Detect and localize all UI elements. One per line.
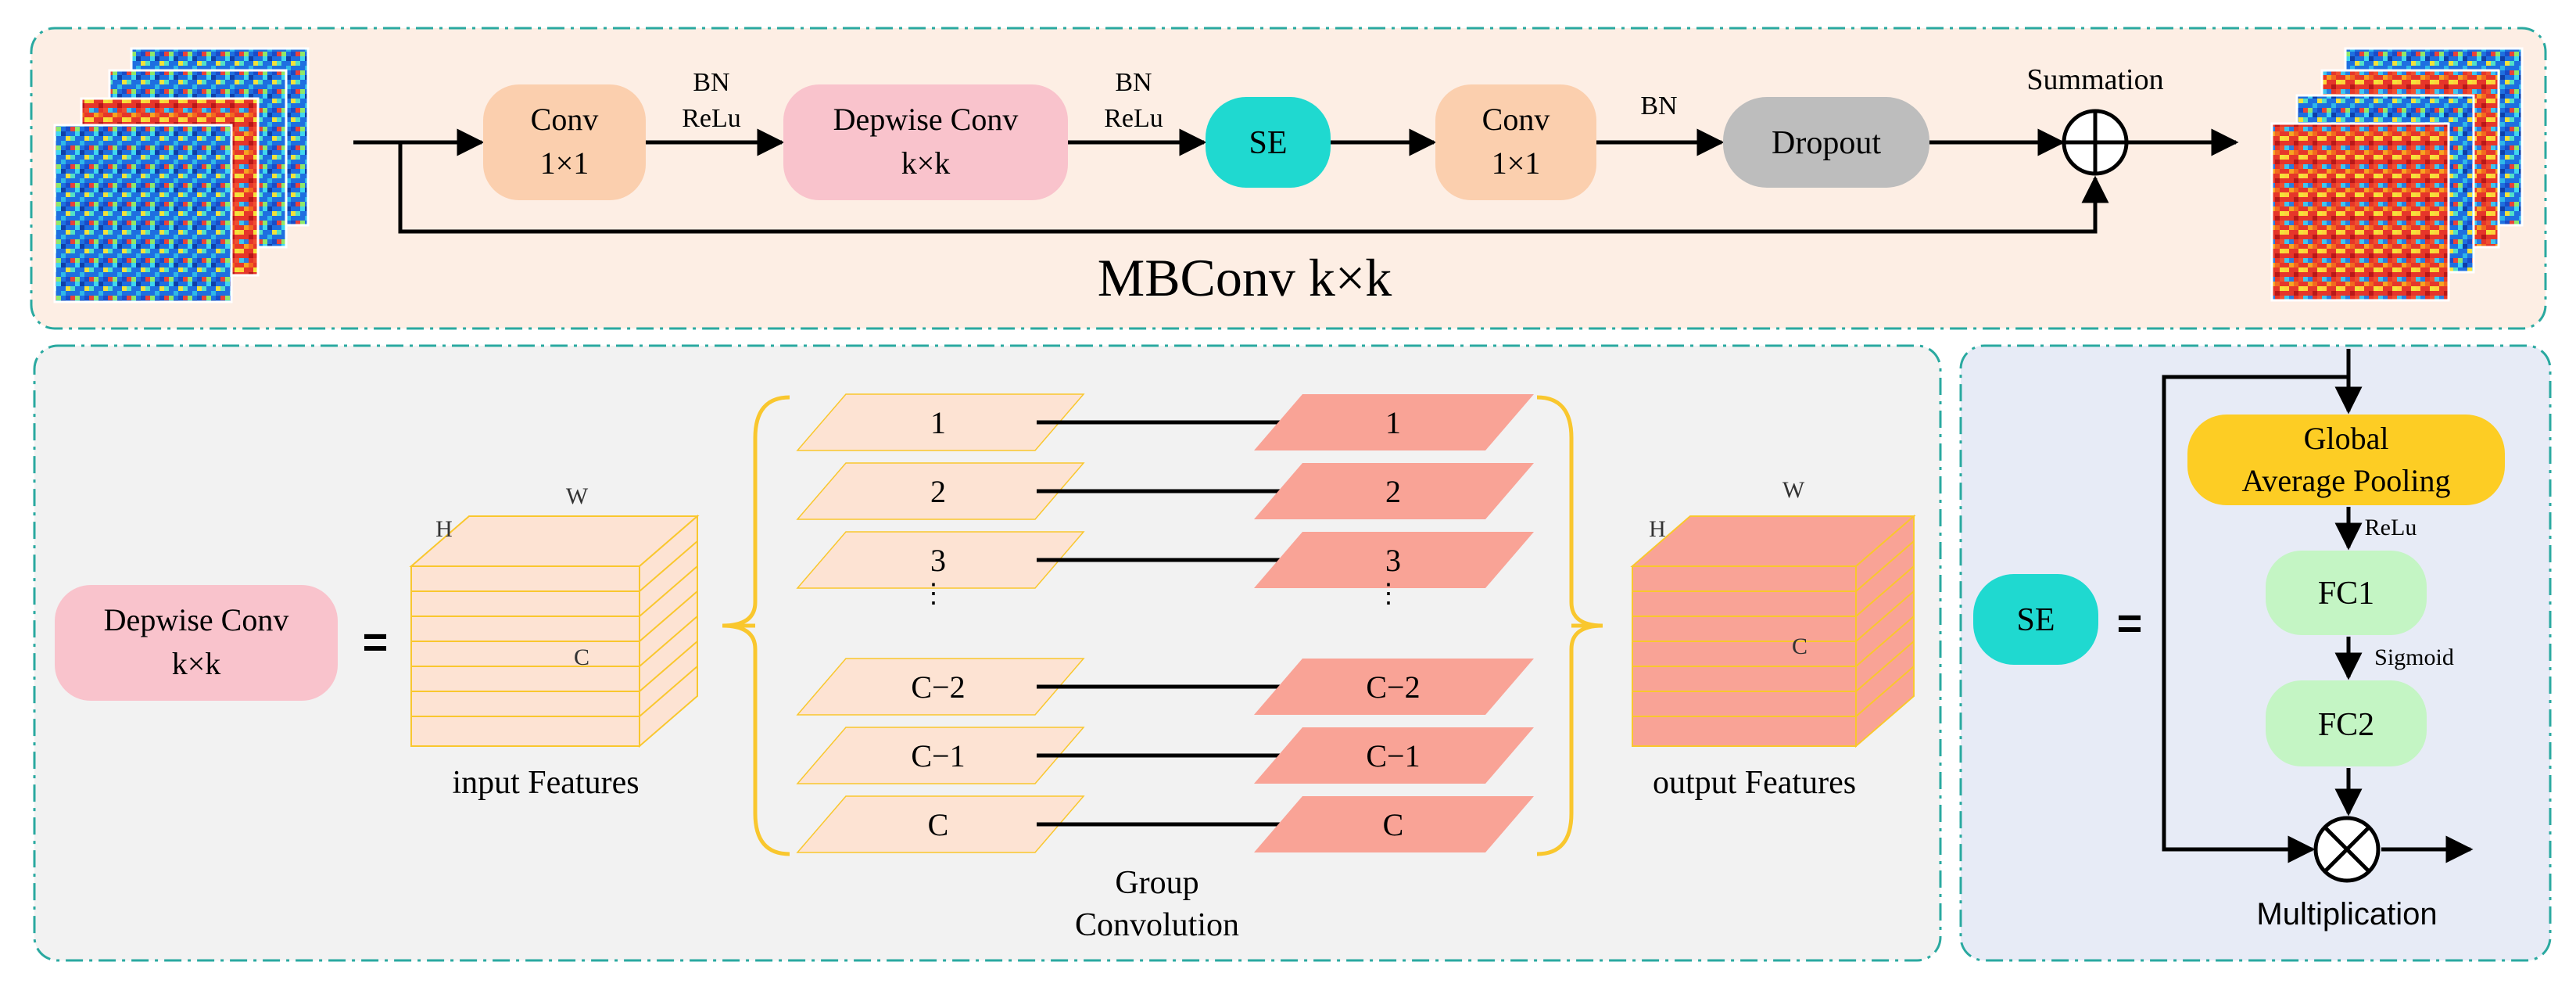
left-dots: ⋮ xyxy=(920,580,947,608)
conv1x1-block-2: Conv 1×1 xyxy=(1435,84,1596,200)
input-c-label: C xyxy=(574,644,589,670)
svg-text:FC2: FC2 xyxy=(2318,707,2374,743)
output-w-label: W xyxy=(1782,477,1805,503)
output-features-cube xyxy=(1630,514,1916,748)
output-channel-label: C−2 xyxy=(1366,669,1420,705)
relu-label-2: ReLu xyxy=(1104,104,1163,133)
input-feature-maps-image xyxy=(53,47,310,303)
svg-text:Average Pooling: Average Pooling xyxy=(2242,463,2451,498)
summation-icon xyxy=(2062,109,2129,176)
mbconv-flow-arrows xyxy=(353,128,2239,234)
se-equation-box: SE xyxy=(1973,574,2098,665)
input-w-label: W xyxy=(566,483,589,509)
output-feature-maps-image xyxy=(2270,47,2524,302)
input-channel-slice xyxy=(796,658,1085,716)
global-average-pooling-block: Global Average Pooling xyxy=(2187,415,2505,505)
svg-text:Dropout: Dropout xyxy=(1772,125,1881,161)
output-channel-slice xyxy=(1254,532,1534,588)
input-channel-label: 3 xyxy=(930,543,946,578)
output-channel-label: 1 xyxy=(1385,405,1401,440)
multiplication-icon xyxy=(2313,816,2381,883)
input-channel-label: C xyxy=(928,807,949,842)
mbconv-title: MBConv k×k xyxy=(1098,248,1392,307)
svg-text:k×k: k×k xyxy=(172,646,221,681)
output-channel-label: C−1 xyxy=(1366,738,1420,773)
svg-text:k×k: k×k xyxy=(901,145,951,181)
svg-text:Conv: Conv xyxy=(1482,102,1550,137)
output-channel-slice xyxy=(1254,659,1534,715)
input-channel-label: C−2 xyxy=(911,669,965,705)
svg-text:FC1: FC1 xyxy=(2318,576,2374,612)
input-channel-label: 2 xyxy=(930,474,946,509)
depwise-conv-equation-box: Depwise Conv k×k xyxy=(55,585,338,701)
summation-label: Summation xyxy=(2026,63,2163,96)
group-caption-line2: Convolution xyxy=(1075,907,1239,943)
output-channel-label: 2 xyxy=(1385,474,1401,509)
bn-label-2: BN xyxy=(1115,68,1152,97)
input-features-cube xyxy=(409,514,700,748)
svg-text:1×1: 1×1 xyxy=(1492,145,1541,181)
depwise-conv-block: Depwise Conv k×k xyxy=(783,84,1068,200)
svg-text:Global: Global xyxy=(2304,421,2389,456)
sigmoid-label: Sigmoid xyxy=(2374,644,2454,670)
output-channel-label: C xyxy=(1383,807,1404,842)
group-caption-line1: Group xyxy=(1115,865,1198,901)
input-h-label: H xyxy=(435,516,453,542)
input-channel-slice xyxy=(796,531,1085,589)
input-channel-slice xyxy=(796,727,1085,784)
group-convolution-rows: 1 1 2 2 3 3C−2 C−2C−1 C−1C C xyxy=(796,393,1534,853)
output-channel-slice xyxy=(1254,394,1534,450)
output-c-label: C xyxy=(1792,633,1807,659)
svg-text:Depwise Conv: Depwise Conv xyxy=(104,602,289,637)
input-channel-label: C−1 xyxy=(911,738,965,773)
input-channel-label: 1 xyxy=(930,405,946,440)
relu-label-se: ReLu xyxy=(2365,515,2417,540)
output-h-label: H xyxy=(1649,516,1666,542)
relu-label-1: ReLu xyxy=(682,104,741,133)
dropout-block: Dropout xyxy=(1723,97,1929,188)
svg-text:Conv: Conv xyxy=(531,102,599,137)
multiplication-label: Multiplication xyxy=(2256,897,2437,931)
bn-label-3: BN xyxy=(1640,92,1677,120)
output-features-caption: output Features xyxy=(1653,765,1856,801)
svg-text:SE: SE xyxy=(1249,125,1287,161)
group-conv-brackets xyxy=(722,395,1603,856)
svg-text:1×1: 1×1 xyxy=(540,145,589,181)
fc2-block: FC2 xyxy=(2266,680,2427,766)
bn-label-1: BN xyxy=(693,68,729,97)
equals-sign-depwise: = xyxy=(363,617,389,666)
output-channel-slice xyxy=(1254,727,1534,784)
input-channel-slice xyxy=(796,462,1085,520)
conv1x1-block: Conv 1×1 xyxy=(483,84,646,200)
output-channel-label: 3 xyxy=(1385,543,1401,578)
svg-text:SE: SE xyxy=(2016,602,2055,638)
input-channel-slice xyxy=(796,795,1085,853)
output-channel-slice xyxy=(1254,796,1534,852)
input-channel-slice xyxy=(796,393,1085,451)
right-dots: ⋮ xyxy=(1375,580,1402,608)
svg-text:Depwise Conv: Depwise Conv xyxy=(833,102,1019,137)
se-block: SE xyxy=(1206,97,1331,188)
fc1-block: FC1 xyxy=(2266,551,2427,635)
equals-sign-se: = xyxy=(2117,598,2143,648)
se-flow-arrows xyxy=(2162,349,2474,863)
input-features-caption: input Features xyxy=(452,765,639,801)
output-channel-slice xyxy=(1254,463,1534,519)
